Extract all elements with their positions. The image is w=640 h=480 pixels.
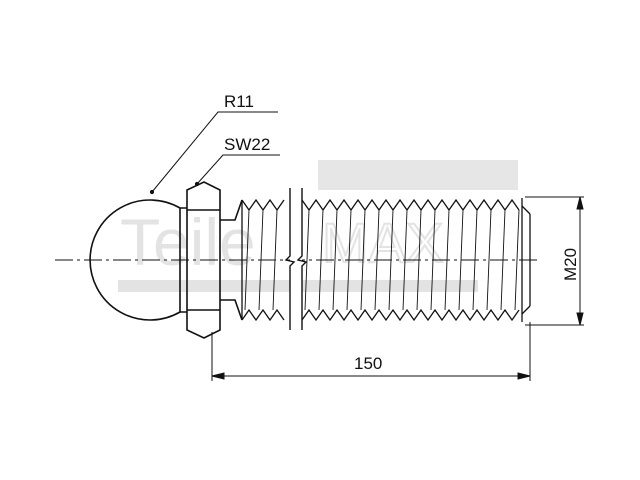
ball-head [89, 199, 181, 321]
break-marks [284, 185, 308, 335]
label-ball-radius: R11 [224, 92, 254, 111]
watermark-logo: Teile MAX [118, 160, 518, 292]
thread-flanks [244, 209, 520, 311]
label-length: 150 [354, 354, 382, 373]
thread-crests-bottom [241, 308, 520, 322]
svg-text:Teile: Teile [120, 205, 256, 279]
leader-sw22 [194, 154, 280, 187]
dimension-thread-size [525, 196, 584, 326]
leader-r11 [149, 111, 278, 195]
dimension-length [211, 322, 531, 381]
thread-crests-top [241, 198, 520, 212]
label-thread-size: M20 [561, 248, 580, 281]
thread-neck [220, 199, 243, 321]
label-hex-width: SW22 [224, 135, 270, 154]
hex-nut [179, 181, 221, 339]
thread-shank [241, 198, 531, 322]
svg-text:MAX: MAX [322, 211, 443, 274]
